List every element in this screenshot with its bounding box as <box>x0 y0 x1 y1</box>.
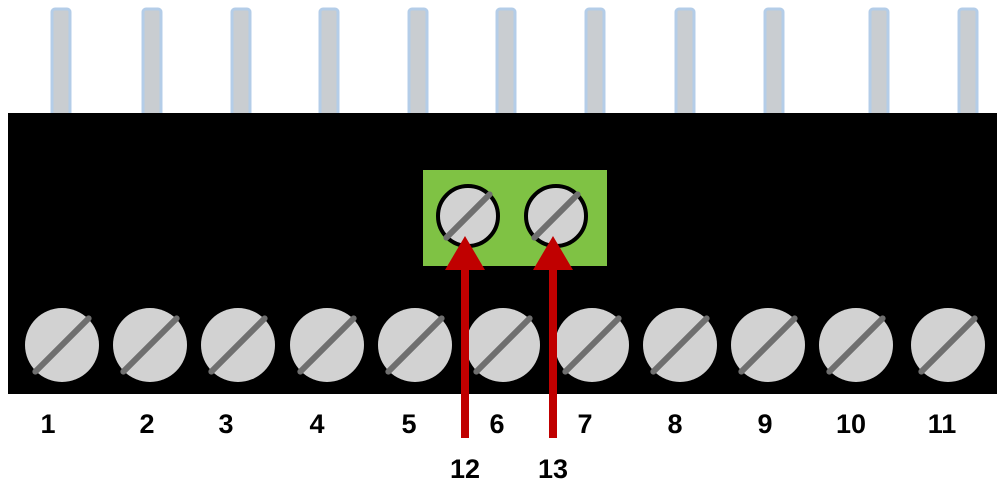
header-pin-icon <box>407 7 429 119</box>
terminal-label-3: 3 <box>218 409 233 439</box>
terminal-label-12: 12 <box>450 454 480 483</box>
terminal-label-6: 6 <box>489 409 504 439</box>
terminal-label-13: 13 <box>538 454 568 483</box>
header-pin-icon <box>230 7 252 119</box>
screw-terminal-icon <box>436 184 500 248</box>
terminal-label-5: 5 <box>401 409 416 439</box>
terminal-label-9: 9 <box>757 409 772 439</box>
header-pin-icon <box>141 7 163 119</box>
pointer-arrow-icon <box>533 236 573 438</box>
header-pin-icon <box>50 7 72 119</box>
header-pin-icon <box>584 7 606 119</box>
header-pin-icon <box>957 7 979 119</box>
terminal-label-7: 7 <box>577 409 592 439</box>
terminal-label-11: 11 <box>928 409 957 439</box>
connector-terminal-labels: 12 13 <box>450 454 568 483</box>
screw-terminal-icon <box>25 308 99 382</box>
terminal-label-10: 10 <box>836 409 866 439</box>
screw-terminal-icon <box>113 308 187 382</box>
screw-terminal-icon <box>555 308 629 382</box>
screw-terminal-icon <box>524 184 588 248</box>
terminal-label-1: 1 <box>40 409 55 439</box>
screw-terminal-icon <box>290 308 364 382</box>
screw-terminal-icon <box>201 308 275 382</box>
pointer-arrow-icon <box>445 236 485 438</box>
screw-terminal-icon <box>911 308 985 382</box>
header-pin-icon <box>763 7 785 119</box>
screw-terminal-icon <box>643 308 717 382</box>
header-pin-icon <box>495 7 517 119</box>
screw-terminal-icon <box>819 308 893 382</box>
terminal-label-2: 2 <box>139 409 154 439</box>
screw-terminal-icon <box>378 308 452 382</box>
terminal-label-4: 4 <box>309 409 324 439</box>
bottom-terminal-labels: 1 2 3 4 5 6 7 8 9 10 11 <box>40 409 956 439</box>
header-pin-icon <box>868 7 890 119</box>
screw-terminal-icon <box>466 308 540 382</box>
header-pin-icon <box>674 7 696 119</box>
terminal-label-8: 8 <box>667 409 682 439</box>
header-pin-icon <box>318 7 340 119</box>
pointer-arrows <box>445 236 573 438</box>
terminal-screws <box>25 308 985 382</box>
header-pins <box>50 7 979 119</box>
screw-terminal-icon <box>731 308 805 382</box>
